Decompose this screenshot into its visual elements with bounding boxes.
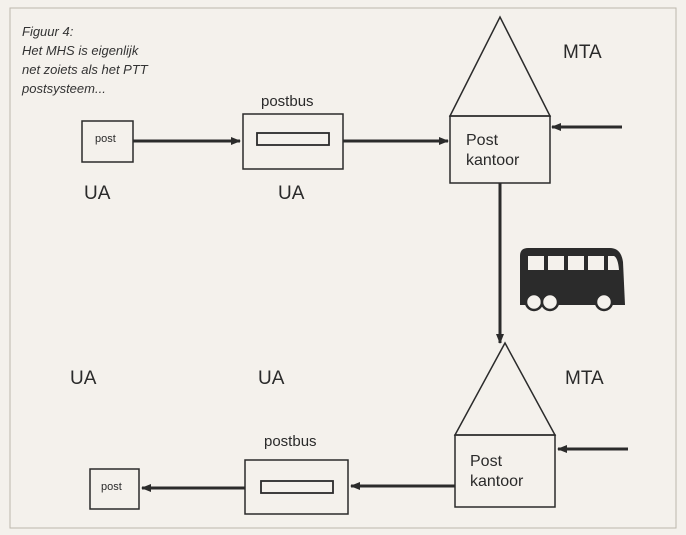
post-label-top: post bbox=[95, 133, 116, 145]
mta-label-bottom: MTA bbox=[565, 368, 604, 389]
ua-label-top-mid: UA bbox=[278, 183, 305, 204]
post-office-label-line1-top: Post bbox=[466, 132, 499, 149]
post-office-box-bottom bbox=[454, 434, 556, 508]
frame-border bbox=[9, 7, 677, 529]
ua-label-bottom-left: UA bbox=[70, 368, 97, 389]
post-label-bottom: post bbox=[101, 481, 122, 493]
caption-line: net zoiets als het PTT bbox=[22, 62, 148, 77]
mta-triangle-bottom bbox=[453, 341, 557, 436]
postbus-label-bottom: postbus bbox=[264, 433, 317, 450]
ua-label-top-left: UA bbox=[84, 183, 111, 204]
bus-icon bbox=[520, 248, 625, 312]
post-office-label-line2-top: kantoor bbox=[466, 152, 520, 169]
post-box-bottom bbox=[89, 468, 140, 510]
figure-caption: Figuur 4: Het MHS is eigenlijk net zoiet… bbox=[22, 22, 148, 98]
postbus-label-top: postbus bbox=[261, 93, 314, 110]
postbus-slot-top bbox=[256, 132, 330, 146]
mta-triangle-top bbox=[448, 15, 552, 117]
ua-label-bottom-mid: UA bbox=[258, 368, 285, 389]
post-office-box-top bbox=[449, 115, 551, 184]
postbus-box-top bbox=[242, 113, 344, 170]
postbus-slot-bottom bbox=[260, 480, 334, 494]
post-office-label-line1-bottom: Post bbox=[470, 453, 503, 470]
mta-label-top: MTA bbox=[563, 42, 602, 63]
post-office-label-line2-bottom: kantoor bbox=[470, 473, 524, 490]
caption-line: postsysteem... bbox=[22, 81, 106, 96]
caption-line: Figuur 4: bbox=[22, 24, 74, 39]
caption-line: Het MHS is eigenlijk bbox=[22, 43, 139, 58]
